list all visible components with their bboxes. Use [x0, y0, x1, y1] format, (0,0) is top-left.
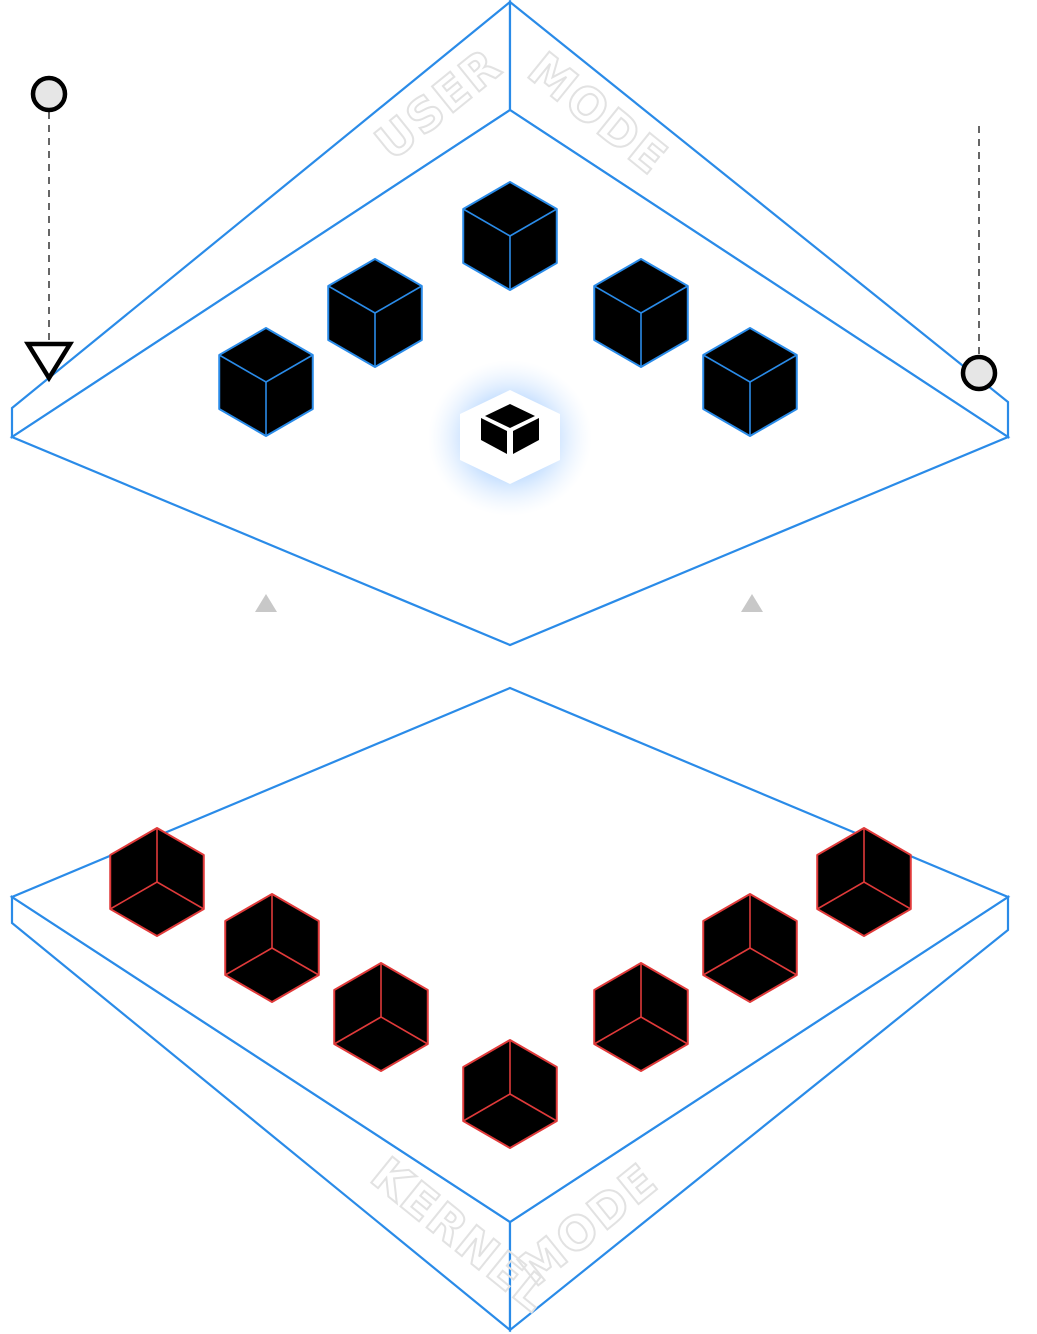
kernel-cube-7 [816, 827, 912, 937]
user-cube-2 [327, 258, 423, 368]
kernel-cube-2 [224, 893, 320, 1003]
left-marker [23, 75, 75, 383]
user-cube-3 [593, 258, 689, 368]
right-marker-circle [960, 354, 998, 392]
cube-logo-icon [481, 404, 539, 454]
user-mode-plate: USER MODE [9, 0, 1011, 647]
kernel-cube-1 [109, 827, 205, 937]
left-marker-circle [30, 75, 68, 113]
left-marker-triangle-icon [23, 341, 75, 383]
arrow-head-5 [741, 594, 763, 612]
user-mode-cubes [218, 181, 798, 437]
kernel-cube-6 [702, 893, 798, 1003]
user-cube-5 [702, 327, 798, 437]
user-cube-1 [462, 181, 558, 291]
center-logo [428, 360, 592, 516]
right-marker [960, 126, 998, 392]
arrow-head-1 [255, 594, 277, 612]
user-cube-4 [218, 327, 314, 437]
kernel-mode-cubes [109, 827, 912, 1149]
kernel-cube-4 [462, 1039, 558, 1149]
logo-hexagon [460, 390, 560, 484]
kernel-cube-3 [333, 962, 429, 1072]
kernel-cube-5 [593, 962, 689, 1072]
